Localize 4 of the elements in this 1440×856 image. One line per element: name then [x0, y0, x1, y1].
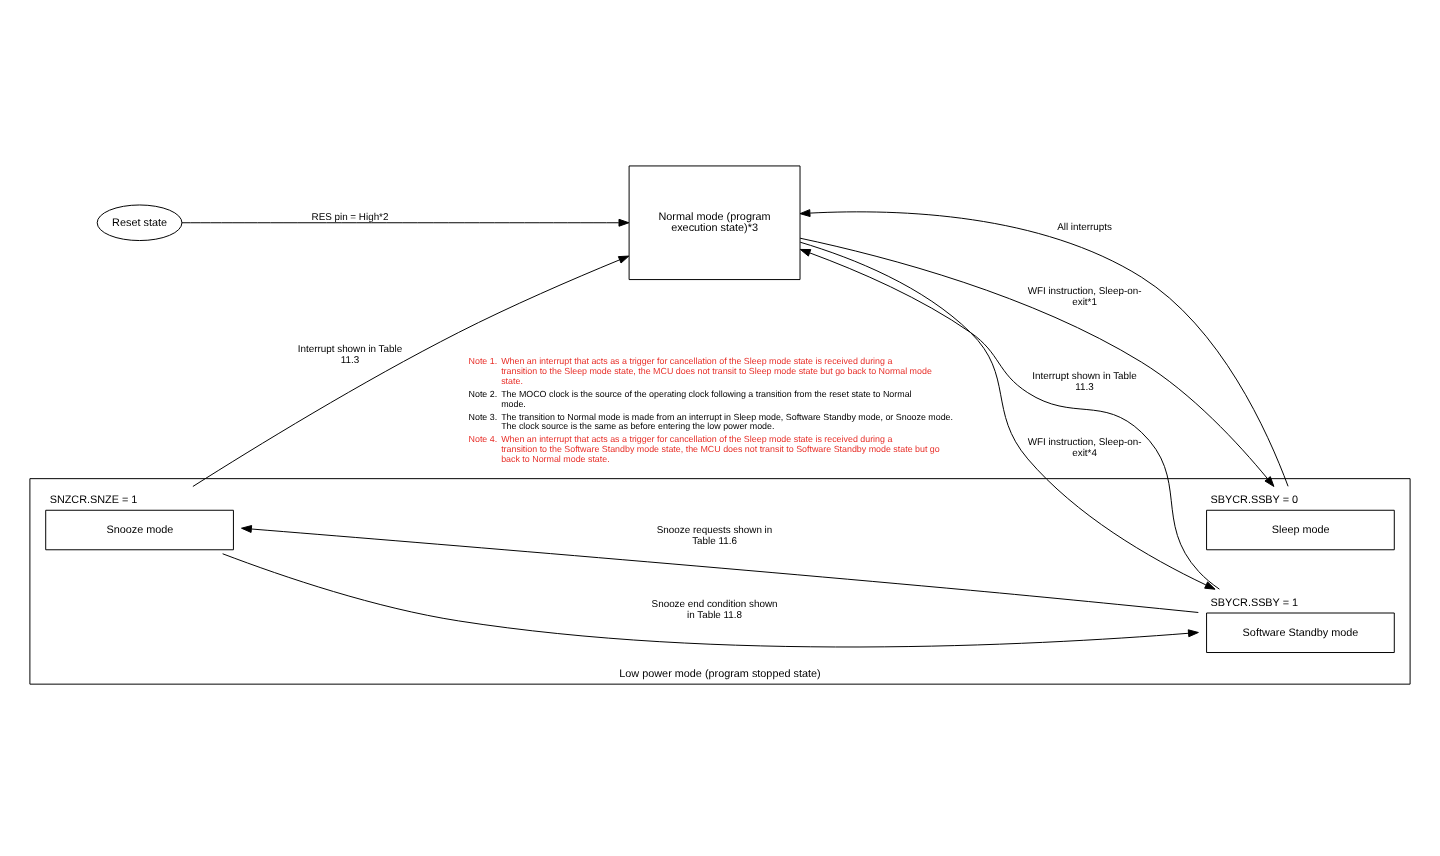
arrow	[181, 217, 630, 226]
arrow	[192, 254, 630, 486]
arrow	[222, 552, 1199, 647]
arrow	[241, 524, 1199, 612]
